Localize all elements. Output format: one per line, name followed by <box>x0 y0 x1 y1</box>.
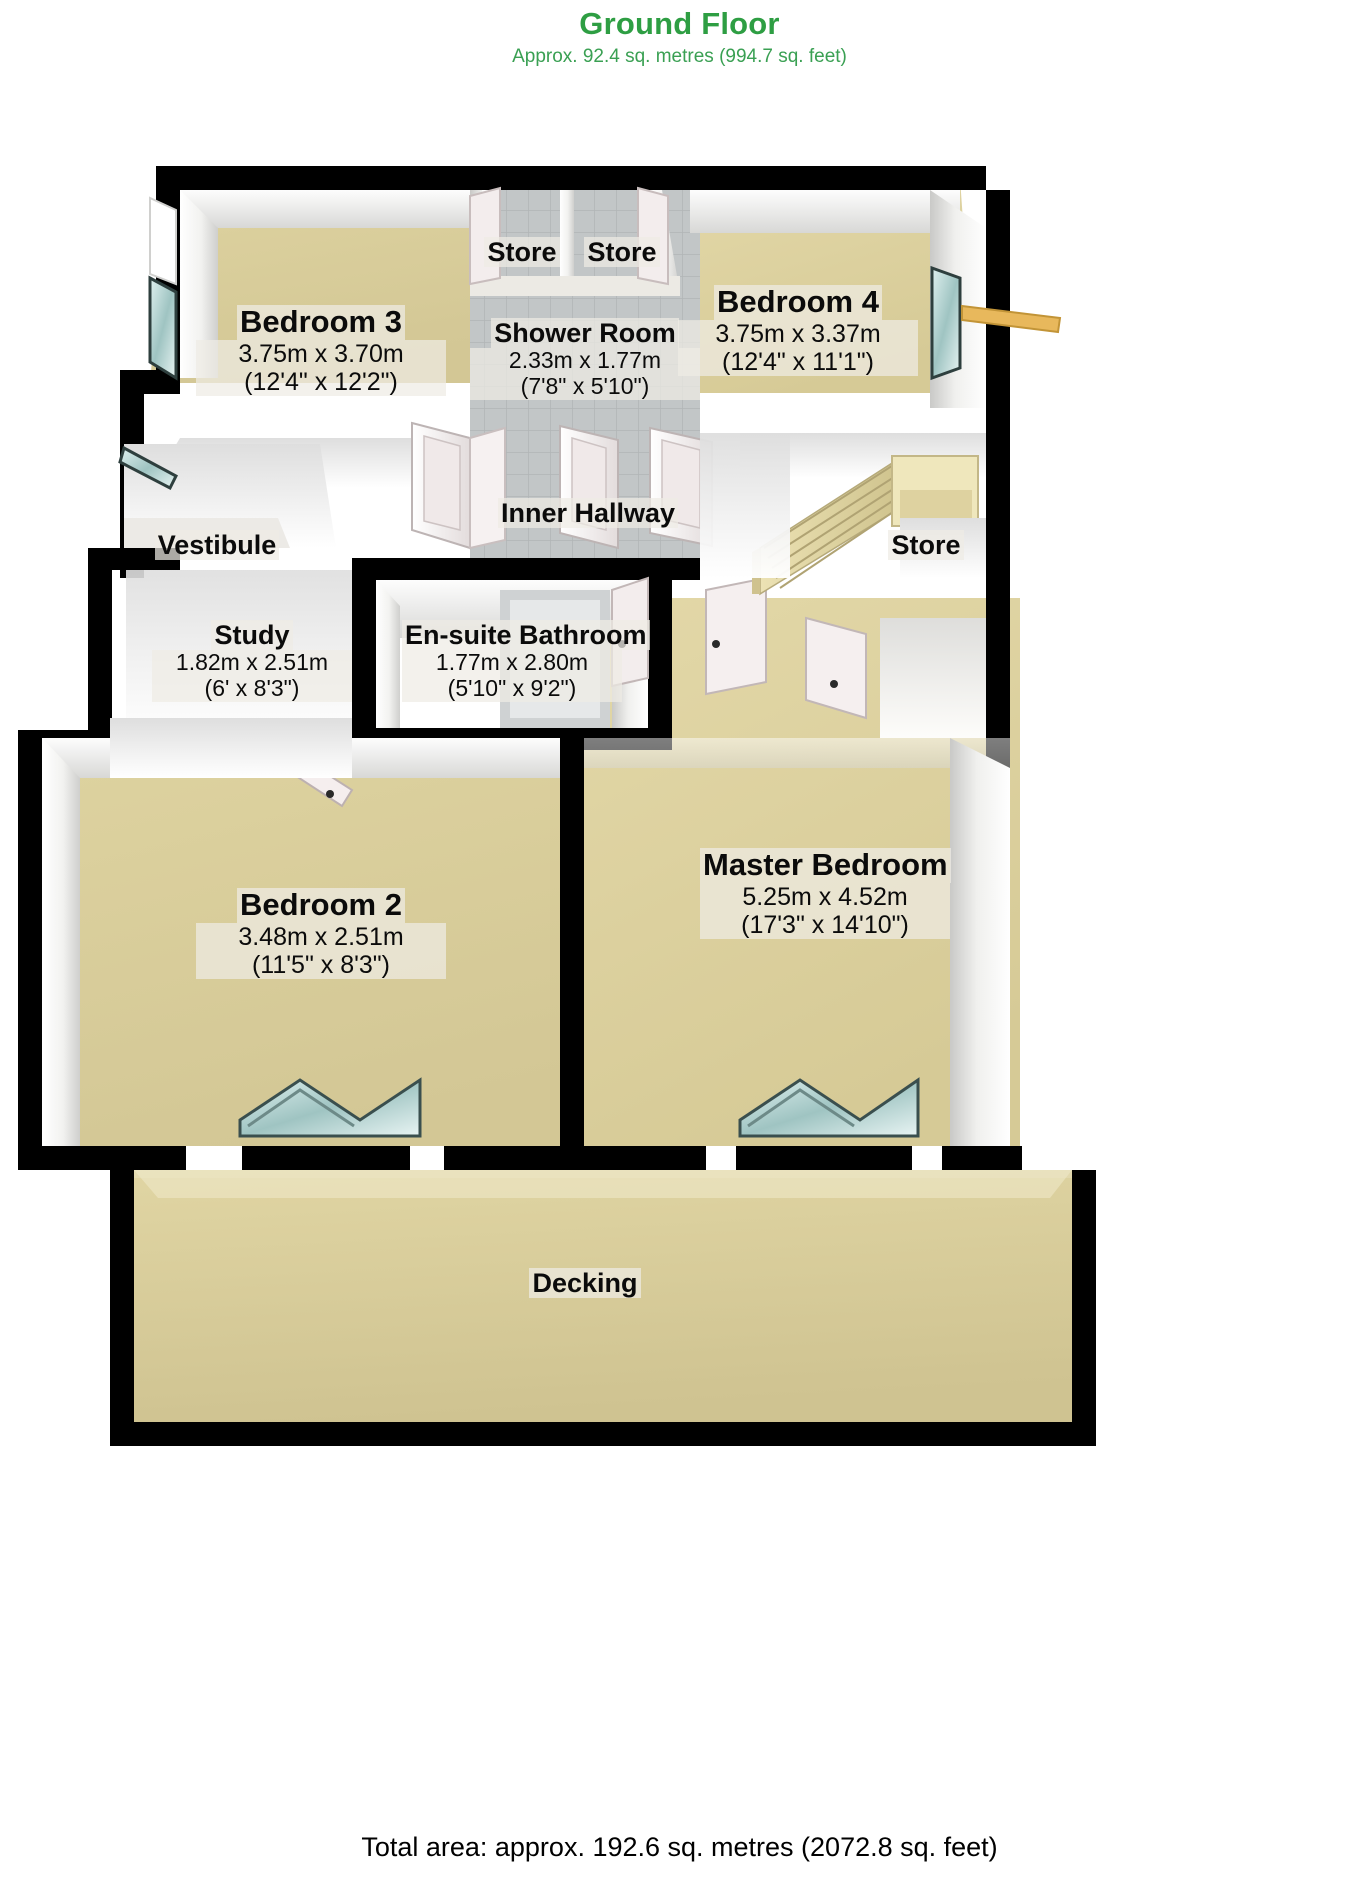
room-dim-imperial-bedroom-2: (11'5" x 8'3") <box>196 950 446 979</box>
room-dim-imperial-master-bedroom: (17'3" x 14'10") <box>700 910 950 939</box>
room-dim-imperial-shower-room: (7'8" x 5'10") <box>470 373 700 400</box>
wall-deck-left <box>110 1170 134 1446</box>
external-door-right <box>961 304 1062 334</box>
room-dim-imperial-bedroom-3: (12'4" x 12'2") <box>196 367 446 396</box>
room-name-shower-room: Shower Room <box>491 318 679 349</box>
room-dim-imperial-bedroom-4: (12'4" x 11'1") <box>678 347 918 376</box>
staircase <box>752 455 979 596</box>
wall-top-outer <box>168 166 960 190</box>
walls-master-bedroom <box>584 738 1010 1146</box>
wall-ensuite-right <box>648 580 672 750</box>
door-opening-master <box>706 1146 736 1170</box>
walls-bedroom-2 <box>42 718 560 1146</box>
room-label-store-left: Store <box>472 237 572 268</box>
room-dim-metric-bedroom-2: 3.48m x 2.51m <box>196 922 446 951</box>
room-label-bedroom-2: Bedroom 2 3.48m x 2.51m (11'5" x 8'3") <box>196 887 446 979</box>
room-label-store-right: Store <box>572 237 672 268</box>
room-name-inner-hallway: Inner Hallway <box>498 498 679 529</box>
floor-area-subtitle: Approx. 92.4 sq. metres (994.7 sq. feet) <box>512 45 847 67</box>
room-label-study: Study 1.82m x 2.51m (6' x 8'3") <box>152 620 352 702</box>
room-name-store-left: Store <box>484 237 560 268</box>
room-label-master-bedroom: Master Bedroom 5.25m x 4.52m (17'3" x 14… <box>700 847 951 939</box>
wall-left-lower-upper <box>88 548 112 778</box>
wall-right-top-return <box>936 166 986 190</box>
room-dim-metric-shower-room: 2.33m x 1.77m <box>470 347 700 374</box>
room-name-ensuite-bathroom: En-suite Bathroom <box>402 620 650 651</box>
walls-right-hall <box>700 433 986 738</box>
window-bedroom-4 <box>930 265 962 381</box>
wall-ensuite-left <box>352 558 376 750</box>
room-name-master-bedroom: Master Bedroom <box>700 847 951 883</box>
room-name-vestibule: Vestibule <box>154 530 280 561</box>
room-dim-imperial-study: (6' x 8'3") <box>152 675 352 702</box>
window-vestibule <box>118 445 178 491</box>
plan-header: Ground Floor Approx. 92.4 sq. metres (99… <box>0 6 1359 68</box>
door-opening-master-b <box>912 1146 942 1170</box>
window-bedroom-2 <box>238 1077 422 1138</box>
room-dim-metric-ensuite-bathroom: 1.77m x 2.80m <box>402 649 622 676</box>
room-label-shower-room: Shower Room 2.33m x 1.77m (7'8" x 5'10") <box>470 318 700 400</box>
room-name-bedroom-4: Bedroom 4 <box>714 284 882 320</box>
room-dim-metric-bedroom-3: 3.75m x 3.70m <box>196 339 446 368</box>
wall-left-outer-lower <box>18 730 42 1170</box>
doors-shower-room-left <box>411 421 506 550</box>
room-label-bedroom-3: Bedroom 3 3.75m x 3.70m (12'4" x 12'2") <box>196 304 446 396</box>
room-label-inner-hallway: Inner Hallway <box>498 498 679 529</box>
window-bedroom-3 <box>148 196 178 381</box>
window-master-bedroom <box>738 1077 920 1138</box>
door-opening-bedroom-2b <box>410 1146 444 1170</box>
room-label-decking: Decking <box>500 1268 670 1299</box>
room-label-ensuite-bathroom: En-suite Bathroom 1.77m x 2.80m (5'10" x… <box>402 620 650 702</box>
doors-shower-room-mid <box>559 424 619 550</box>
room-dim-metric-bedroom-4: 3.75m x 3.37m <box>678 319 918 348</box>
room-name-store-right: Store <box>584 237 660 268</box>
page-title: Ground Floor <box>579 6 780 41</box>
room-label-vestibule: Vestibule <box>132 530 302 561</box>
room-name-bedroom-2: Bedroom 2 <box>237 887 405 923</box>
room-label-store-stairs: Store <box>866 530 986 561</box>
room-name-decking: Decking <box>529 1268 641 1299</box>
wall-bottom-rooms <box>18 1146 1022 1170</box>
wall-deck-bottom <box>110 1422 1096 1446</box>
room-dim-metric-study: 1.82m x 2.51m <box>152 649 352 676</box>
room-name-bedroom-3: Bedroom 3 <box>237 304 405 340</box>
wall-deck-right <box>1072 1170 1096 1446</box>
wall-ensuite-top <box>352 558 700 580</box>
doors-hallway-right <box>705 576 867 720</box>
door-opening-bedroom-2 <box>186 1146 242 1170</box>
room-dim-imperial-ensuite-bathroom: (5'10" x 9'2") <box>402 675 622 702</box>
room-label-bedroom-4: Bedroom 4 3.75m x 3.37m (12'4" x 11'1") <box>678 284 918 376</box>
room-name-store-stairs: Store <box>888 530 964 561</box>
total-area-text: Total area: approx. 192.6 sq. metres (20… <box>361 1832 998 1862</box>
room-name-study: Study <box>211 620 293 651</box>
room-dim-metric-master-bedroom: 5.25m x 4.52m <box>700 882 950 911</box>
